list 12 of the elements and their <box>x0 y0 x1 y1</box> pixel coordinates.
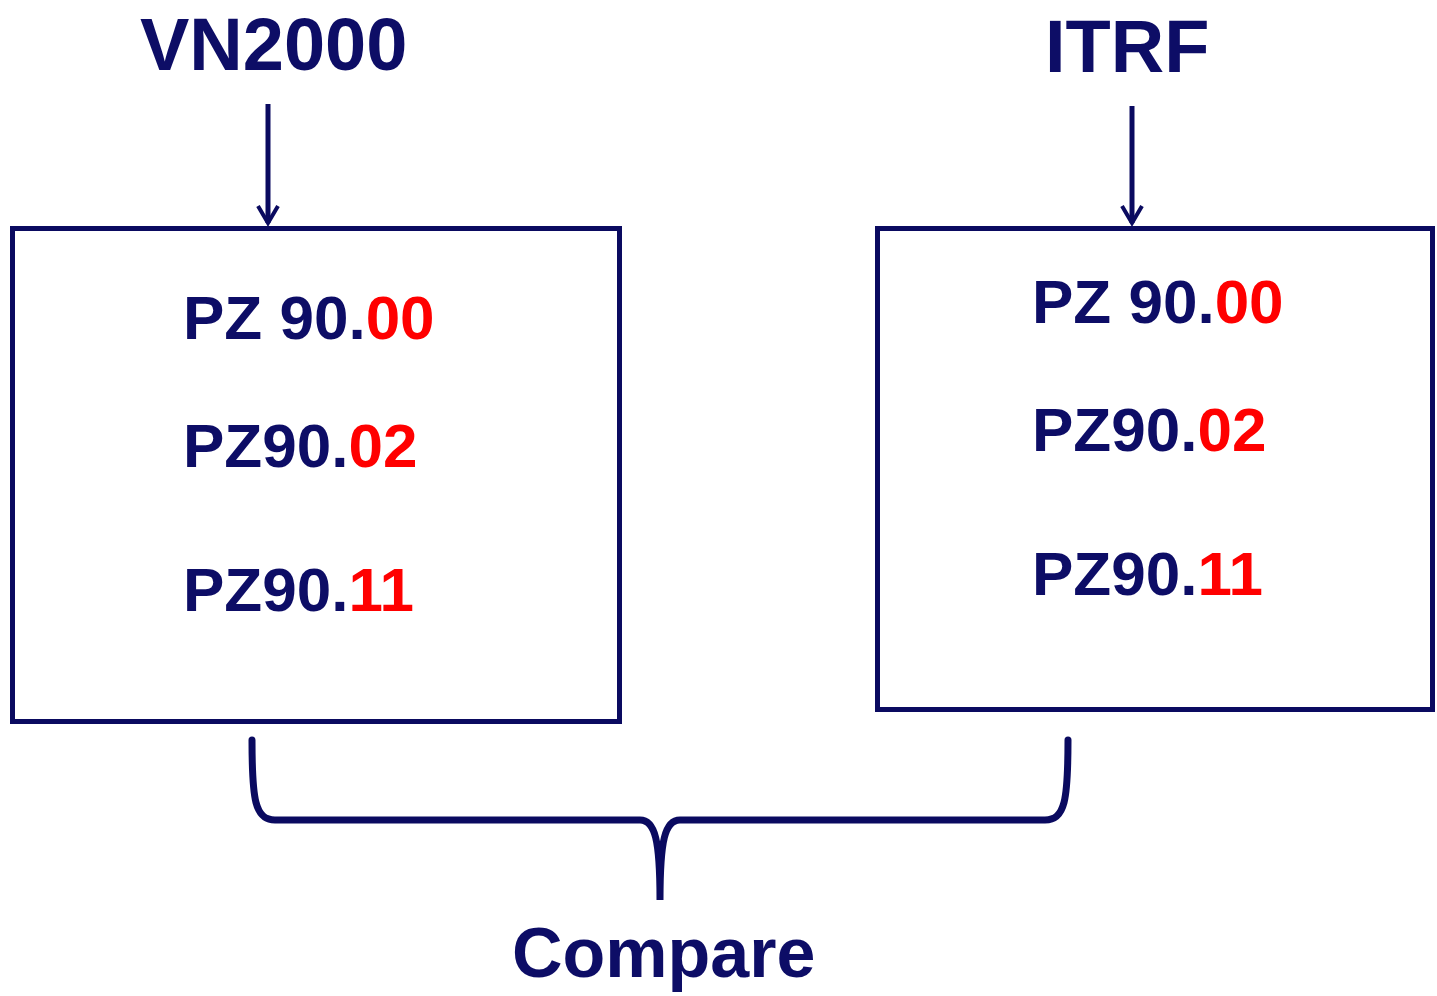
text-box <box>10 226 622 724</box>
system-title: ITRF <box>1045 10 1210 84</box>
model-label: PZ90.11 <box>183 559 414 621</box>
model-label: PZ 90.00 <box>183 287 435 349</box>
model-label: PZ 90.00 <box>1032 271 1284 333</box>
model-label: PZ90.02 <box>1032 399 1267 461</box>
model-label: PZ90.11 <box>1032 543 1263 605</box>
text-box <box>875 226 1435 712</box>
model-label: PZ90.02 <box>183 415 418 477</box>
system-title: VN2000 <box>140 8 408 82</box>
arrow <box>256 104 280 225</box>
arrow <box>1120 106 1144 225</box>
